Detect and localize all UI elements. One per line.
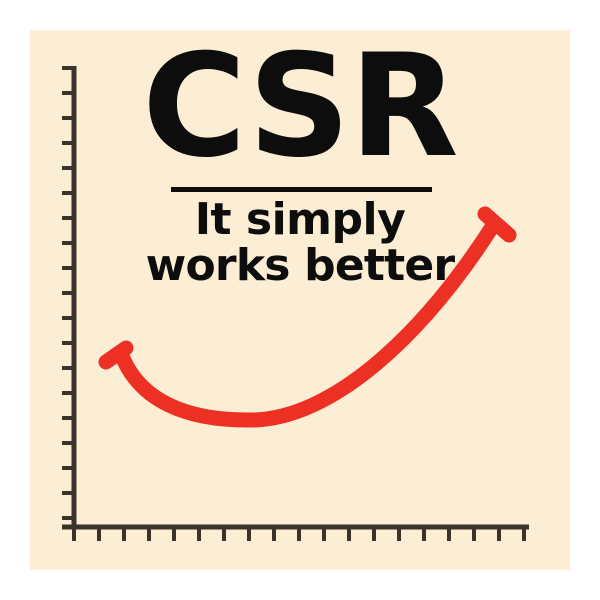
y-axis-ticks <box>62 66 76 520</box>
x-axis-group <box>62 524 529 541</box>
growth-curve-path <box>114 216 502 428</box>
cream-panel <box>30 30 570 570</box>
curve-end-cap <box>477 206 517 243</box>
curve-start-cap <box>98 340 134 370</box>
x-axis-ticks <box>72 525 526 541</box>
y-axis-group <box>62 66 77 529</box>
